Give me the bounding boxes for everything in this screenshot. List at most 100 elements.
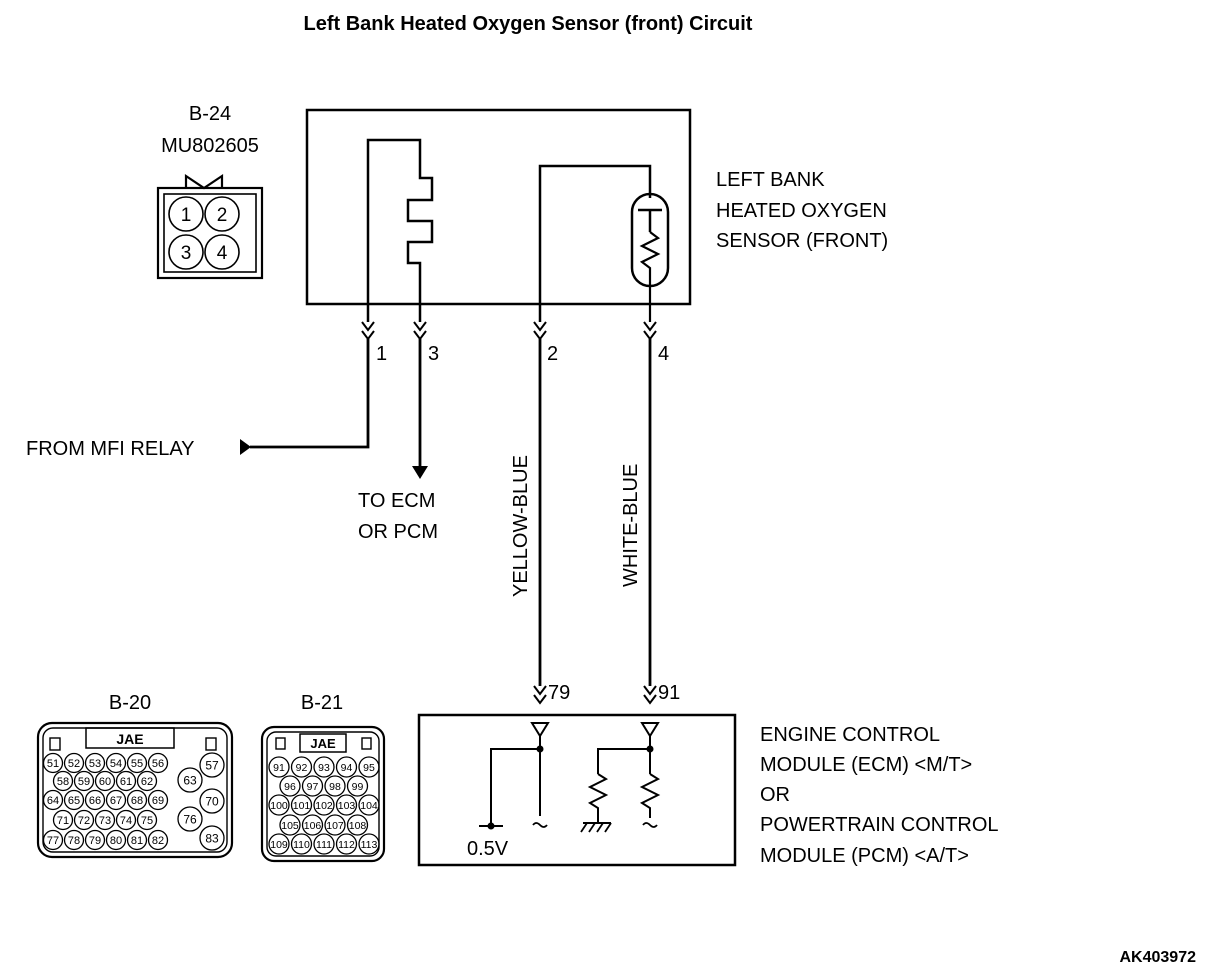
connector-b24-inner [163, 193, 257, 273]
connector-b21-pin-label: 98 [329, 781, 341, 793]
connector-b20-pin-label: 54 [110, 758, 122, 770]
connector-b20-pin-label: 64 [47, 795, 59, 807]
connector-b20-pin-label: 72 [78, 815, 90, 827]
connector-b20-pin [105, 789, 127, 811]
connector-b20-pin-label: 79 [89, 835, 101, 847]
sensor-pin-1-label: 1 [376, 343, 387, 365]
connector-b20-pin [84, 752, 106, 774]
connector-b21-brand: JAE [310, 736, 336, 751]
connector-b20-pin-label: 60 [99, 776, 111, 788]
connector-b21-pin [279, 775, 301, 797]
connector-b21-pin [313, 833, 335, 855]
connector-b20-pin [52, 770, 74, 792]
connector-b21-pin [268, 756, 290, 778]
connector-b20-pin [73, 770, 95, 792]
connector-b20-pin [73, 809, 95, 831]
connector-b24-pin-label: 4 [217, 243, 228, 264]
connector-b20-pin-label: 63 [183, 773, 197, 787]
connector-b20-pin [177, 767, 203, 793]
connector-b20-pin [126, 789, 148, 811]
connector-b21-pin-label: 106 [304, 820, 322, 832]
connector-b24: B-24 MU802605 1 2 3 4 [156, 103, 264, 280]
connector-b20-pin-label: 76 [183, 812, 197, 826]
connector-b20-pin [63, 789, 85, 811]
connector-b21-pin-label: 93 [318, 762, 330, 774]
connector-b21-pin [268, 833, 290, 855]
connector-b21-pin-label: 97 [307, 781, 319, 793]
connector-b21-pin-label: 110 [293, 839, 310, 851]
connector-b20-pin-label: 66 [89, 795, 101, 807]
module-pin-79-label: 79 [548, 682, 570, 704]
connector-b24-pin [168, 234, 204, 270]
voltage-label: 0.5V [467, 838, 509, 860]
connector-b21-pin-label: 104 [360, 800, 378, 812]
connector-b24-body [156, 186, 264, 280]
module-label-line-4: POWERTRAIN CONTROL [760, 814, 999, 836]
connector-b20-pin [126, 829, 148, 851]
mfi-relay-arrow [240, 439, 251, 455]
sensor-label-line-3: SENSOR (FRONT) [716, 230, 888, 252]
connector-b21-pin [290, 756, 313, 778]
connector-b20-pin [136, 770, 158, 792]
module-connector-chevrons [533, 685, 657, 705]
connector-b20-tab [205, 737, 217, 751]
sensor-connector-chevrons [361, 321, 657, 341]
connector-b20-pin [84, 789, 106, 811]
connector-b20-pin [199, 788, 225, 814]
sensor-resistor [639, 231, 661, 322]
connector-b20-pin-label: 57 [205, 758, 219, 772]
connector-b20-pin [199, 825, 225, 851]
connector-b21-tab [275, 737, 286, 750]
connector-b21-pin [335, 833, 358, 855]
connector-b20-pin [115, 809, 137, 831]
connector-b21-pin [358, 833, 380, 855]
connector-b20-pin-label: 67 [110, 795, 122, 807]
to-ecm-label: TO ECM [358, 490, 435, 512]
connector-b20-pin-label: 74 [120, 815, 132, 827]
connector-b21-pin-label: 109 [270, 839, 288, 851]
connector-b21-pin [346, 775, 369, 797]
wire-yellow-blue-label: YELLOW-BLUE [510, 455, 532, 597]
connector-b20-pin [199, 752, 225, 778]
connector-b21-pin-label: 94 [341, 762, 353, 774]
sensor-pin-4-label: 4 [658, 343, 669, 365]
connector-b20-brand-box [85, 727, 175, 749]
connector-b20-pin-label: 53 [89, 758, 101, 770]
connector-b20-pin-label: 69 [152, 795, 164, 807]
connector-b20-pin-label: 59 [78, 776, 90, 788]
connector-b20-pin [42, 829, 64, 851]
connector-b21-pin [335, 756, 358, 778]
connector-b24-pin [168, 196, 204, 232]
connector-b24-pin-label: 2 [217, 205, 228, 226]
connector-b20-pin [63, 829, 85, 851]
connector-b21-pin-label: 108 [349, 820, 367, 832]
connector-b21-pin-label: 113 [361, 839, 378, 851]
connector-b21-pin [290, 833, 313, 855]
connector-b21-pin-label: 101 [293, 800, 311, 812]
wire-white-blue-label: WHITE-BLUE [620, 464, 642, 587]
connector-b21-pin-label: 95 [363, 762, 375, 774]
connector-b21-pin-label: 105 [281, 820, 299, 832]
connector-b20-pin [63, 752, 85, 774]
connector-b21-pin [290, 794, 313, 816]
sensor-box [305, 108, 692, 306]
connector-b21-pin-label: 111 [316, 839, 332, 851]
module-label-line-2: MODULE (ECM) <M/T> [760, 754, 972, 776]
connector-b20-pin-label: 75 [141, 815, 153, 827]
connector-b24-pin-label: 3 [181, 243, 192, 264]
connector-b21-pin [358, 756, 380, 778]
connector-b21-pin [358, 794, 380, 816]
connector-b20-pin [84, 829, 106, 851]
connector-b21-pin [335, 794, 358, 816]
connector-b20-pin-label: 82 [152, 835, 164, 847]
connector-b21-brand-box [299, 733, 347, 753]
connector-b20-body [36, 721, 234, 859]
connector-b20-pin-label: 78 [68, 835, 80, 847]
connector-b21-pin-label: 92 [296, 762, 308, 774]
connector-b20-pin-label: 55 [131, 758, 143, 770]
connector-b20-pin [147, 752, 169, 774]
connector-b20-pin-label: 61 [120, 776, 132, 788]
